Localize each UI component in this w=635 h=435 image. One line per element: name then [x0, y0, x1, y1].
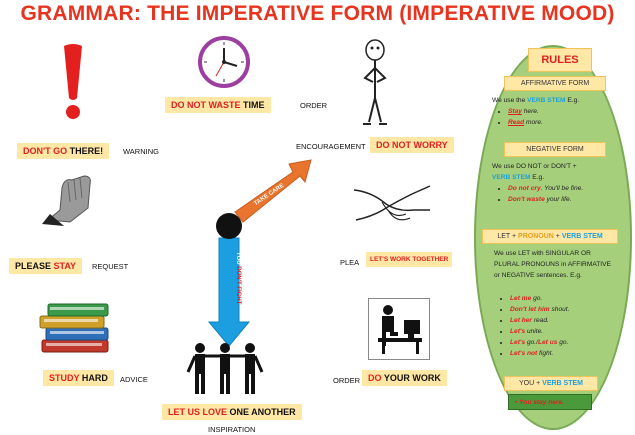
label-advice: ADVICE: [120, 375, 148, 384]
black-ball: [216, 213, 242, 239]
exclamation-icon: [64, 44, 82, 119]
worried-figure-icon: [363, 39, 387, 125]
label-warning: WARNING: [123, 147, 159, 156]
clock-icon: [198, 36, 250, 88]
tag-lets-work-together: LET'S WORK TOGETHER: [366, 252, 453, 267]
tag-do-not-worry: DO NOT WORRY: [370, 137, 454, 153]
let-pronoun-box: LET + PRONOUN + VERB STEM: [482, 229, 618, 244]
tag-do-not-waste-time: DO NOT WASTE TIME: [165, 97, 271, 113]
list-item: Let's not fight.: [510, 348, 614, 359]
page-title: GRAMMAR: THE IMPERATIVE FORM (IMPERATIVE…: [20, 2, 615, 25]
holding-hands-icon: [353, 185, 431, 221]
rules-heading: RULES: [528, 48, 592, 72]
you-example-box: • You stay here.: [508, 394, 592, 410]
label-order-1: ORDER: [300, 101, 328, 110]
books-icon: [39, 303, 109, 353]
affirmative-rule: We use the VERB STEM E.g. Stay here. Rea…: [492, 95, 620, 128]
list-item: Let me go.: [510, 293, 614, 304]
tag-do-your-work: DO YOUR WORK: [362, 370, 447, 386]
label-encouragement: ENCOURAGEMENT: [296, 142, 366, 151]
list-item: Don't let him shout.: [510, 304, 614, 315]
you-verb-box: YOU + VERB STEM: [504, 376, 598, 391]
arrows-diagram: [207, 159, 312, 347]
you-dont-fight-text: YOU DON'T FIGHT: [235, 251, 241, 305]
list-item: Let's unite.: [510, 326, 614, 337]
list-item: Let's go./Let us go.: [510, 337, 614, 348]
list-item: Let her read.: [510, 315, 614, 326]
label-inspiration: INSPIRATION: [208, 425, 256, 434]
label-request: REQUEST: [92, 262, 129, 271]
let-examples: Let me go. Don't let him shout. Let her …: [494, 293, 614, 359]
label-plea: PLEA: [340, 258, 360, 267]
orange-arrow: [234, 159, 312, 223]
group-people-icon: [186, 343, 264, 394]
tag-let-us-love: LET US LOVE ONE ANOTHER: [162, 404, 302, 420]
tag-dont-go-there: DON'T GO THERE!: [17, 143, 110, 159]
affirmative-form-box: AFFIRMATIVE FORM: [504, 76, 606, 91]
tag-study-hard: STUDY HARD: [43, 370, 114, 386]
blue-arrow: [207, 237, 251, 347]
negative-form-box: NEGATIVE FORM: [504, 142, 606, 157]
let-rule: We use LET with SINGULAR OR PLURAL PRONO…: [494, 250, 611, 279]
negative-rule: We use DO NOT or DON'T + VERB STEM E.g. …: [492, 161, 622, 205]
hand-icon: [42, 175, 91, 226]
tag-please-stay: PLEASE STAY: [9, 258, 83, 274]
label-order-2: ORDER: [333, 376, 361, 385]
computer-work-icon: [368, 298, 430, 360]
